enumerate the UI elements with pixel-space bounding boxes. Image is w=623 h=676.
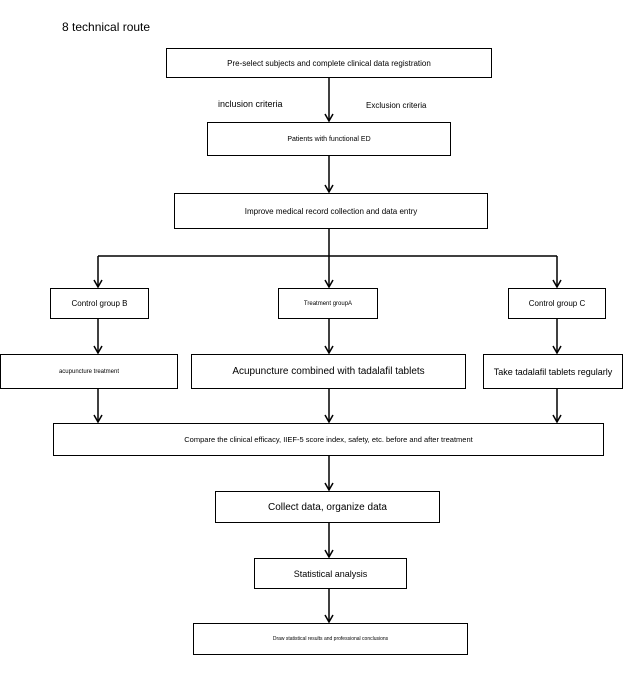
node-collect-data: Collect data, organize data bbox=[215, 491, 440, 523]
node-control-group-c: Control group C bbox=[508, 288, 606, 319]
node-compare-clinical-efficacy: Compare the clinical efficacy, IIEF-5 sc… bbox=[53, 423, 604, 456]
node-draw-conclusions: Draw statistical results and professiona… bbox=[193, 623, 468, 655]
node-improve-medical-records: Improve medical record collection and da… bbox=[174, 193, 488, 229]
node-treatment-group-a: Treatment groupA bbox=[278, 288, 378, 319]
node-take-tadalafil: Take tadalafil tablets regularly bbox=[483, 354, 623, 389]
node-acupuncture-treatment: acupuncture treatment bbox=[0, 354, 178, 389]
node-preselect-subjects: Pre-select subjects and complete clinica… bbox=[166, 48, 492, 78]
node-control-group-b: Control group B bbox=[50, 288, 149, 319]
node-patients-functional-ed: Patients with functional ED bbox=[207, 122, 451, 156]
exclusion-criteria-label: Exclusion criteria bbox=[366, 101, 427, 110]
inclusion-criteria-label: inclusion criteria bbox=[218, 99, 283, 109]
node-statistical-analysis: Statistical analysis bbox=[254, 558, 407, 589]
node-acupuncture-combined-tadalafil: Acupuncture combined with tadalafil tabl… bbox=[191, 354, 466, 389]
page-heading: 8 technical route bbox=[62, 20, 151, 34]
